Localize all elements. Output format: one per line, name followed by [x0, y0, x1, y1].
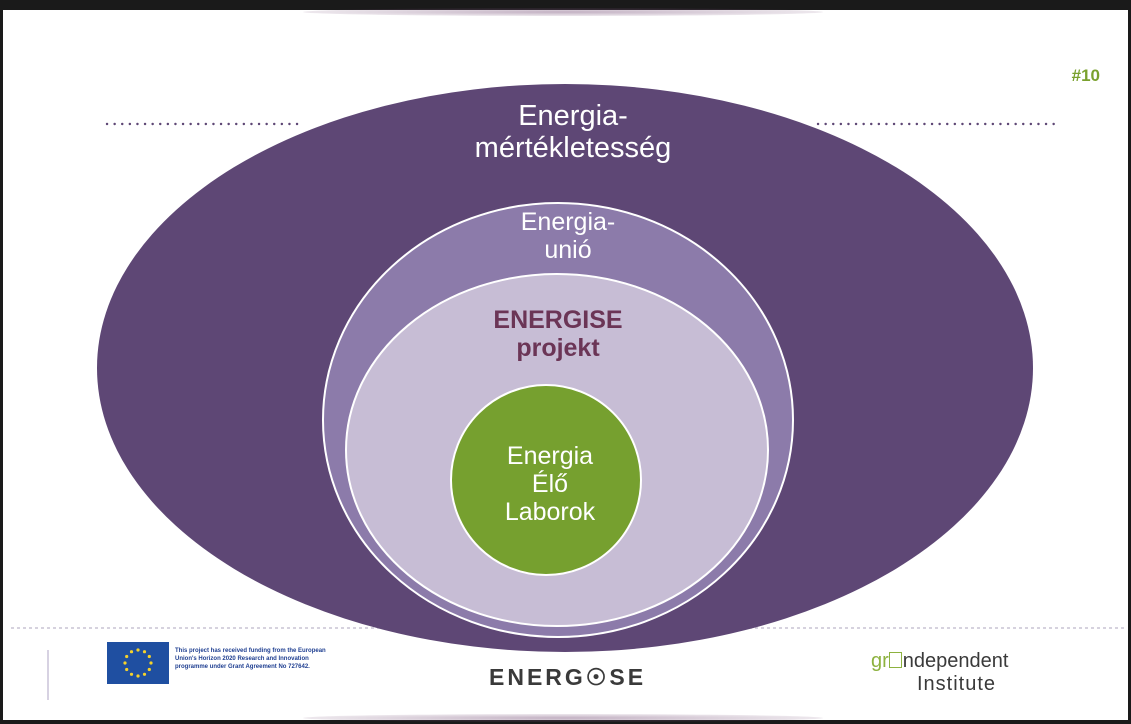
institute-logo-prefix: gr — [871, 650, 889, 672]
nested-ellipse-diagram — [11, 84, 1126, 652]
slide-number: #10 — [1071, 66, 1100, 85]
top-border-glow — [303, 8, 823, 16]
label-outer-line2: mértékletesség — [474, 132, 672, 165]
institute-logo-line1: gr ndependent — [871, 650, 1008, 673]
institute-logo-line2: Institute — [917, 673, 997, 695]
label-core-line2: Élő — [531, 470, 569, 498]
logo-box-icon — [888, 652, 902, 668]
label-core-line3: Laborok — [504, 498, 596, 526]
footer-divider — [47, 650, 49, 700]
top-border — [3, 0, 1131, 10]
institute-logo-suffix: ndependent — [902, 650, 1009, 672]
eu-funding-text: This project has received funding from t… — [175, 647, 365, 671]
label-inner-line2: projekt — [516, 334, 600, 362]
label-energia-mertekletesseg: Energia- mértékletesség — [423, 100, 723, 165]
footer — [3, 640, 1131, 724]
eu-funding-line1: This project has received funding from t… — [175, 648, 326, 654]
energise-logo: ENERG☉SE — [489, 664, 647, 690]
eu-flag-icon — [107, 642, 169, 684]
eu-funding-line3: programme under Grant Agreement No 72764… — [175, 664, 310, 671]
eu-funding-line2: Union's Horizon 2020 Research and Innova… — [175, 656, 309, 663]
label-energise-projekt: ENERGISE projekt — [443, 306, 673, 362]
label-core-line1: Energia — [506, 442, 594, 470]
bottom-border — [3, 720, 1131, 724]
label-inner-line1: ENERGISE — [493, 306, 623, 334]
bottom-border-glow — [303, 714, 823, 722]
label-middle-line2: unió — [544, 236, 592, 264]
label-energia-unio: Energia- unió — [453, 208, 683, 264]
greendependent-institute-logo: gr ndependent Institute — [871, 650, 1051, 700]
circle-energia-elo-laborok — [450, 384, 642, 576]
label-energia-elo-laborok: Energia Élő Laborok — [465, 442, 635, 526]
label-middle-line1: Energia- — [520, 208, 616, 236]
label-outer-line1: Energia- — [518, 100, 628, 132]
